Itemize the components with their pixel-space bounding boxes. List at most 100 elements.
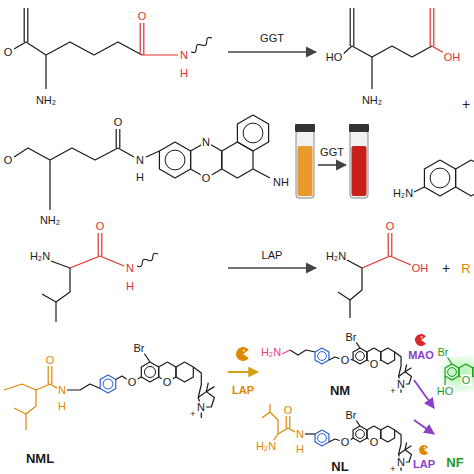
bond-line (119, 129, 120, 148)
vial (350, 130, 368, 198)
molecule-region: NL (258, 402, 414, 474)
bond-line (353, 8, 354, 46)
atom-label: Br (437, 347, 450, 358)
atom-label: H (125, 281, 135, 292)
bond-line (50, 384, 57, 388)
enzyme-label: MAO (407, 350, 435, 361)
enzyme-label: LAP (231, 385, 255, 396)
bond-line (371, 57, 372, 89)
bond-line (395, 430, 401, 454)
vial-cap (349, 124, 369, 132)
reaction-arrow (228, 371, 258, 373)
reaction-arrow (318, 164, 346, 166)
bond-line (353, 426, 367, 442)
bond-line (118, 148, 134, 157)
bond-line (290, 350, 315, 355)
atom-label: N (396, 379, 406, 390)
atom-label: + (389, 387, 396, 396)
bond-line (381, 426, 395, 442)
bond-line (405, 446, 411, 450)
bond-line (305, 433, 315, 434)
vial-solution (298, 146, 313, 196)
atom-label: O (95, 221, 106, 232)
atom-label: O (201, 173, 212, 184)
atom-label: O (385, 221, 396, 232)
bond-line (100, 375, 116, 393)
atom-label: O (340, 355, 351, 366)
bond-line (430, 8, 431, 46)
wavy-bond (191, 37, 212, 52)
aromatic-ring (243, 123, 263, 143)
atom-label: O (137, 11, 148, 22)
bond-line (67, 384, 100, 390)
bond-line (289, 416, 290, 428)
bond-line (14, 408, 26, 414)
bond-line (381, 348, 395, 364)
bond-line (390, 256, 411, 265)
reaction-arrow (414, 380, 434, 408)
atom-label: NH₂ (361, 95, 383, 106)
atom-label: H (135, 172, 145, 183)
atom-label: O (369, 437, 380, 448)
bond-line (288, 428, 295, 432)
bond-line (347, 260, 362, 268)
reaction-arrow (414, 420, 434, 434)
atom-label: H (295, 444, 305, 455)
atom-label: O (162, 377, 173, 388)
atom-label: O (3, 47, 14, 58)
atom-label: N (295, 429, 305, 440)
bond-line (46, 42, 142, 55)
bond-line (338, 292, 350, 300)
bond-line (391, 233, 392, 256)
atom-label: Br (345, 410, 358, 421)
atom-label: N (196, 402, 206, 413)
bond-line (143, 23, 144, 55)
bond-line (49, 160, 50, 210)
reaction-arrow (228, 51, 316, 53)
bond-line (56, 268, 70, 322)
enzyme-icon (419, 445, 428, 455)
bond-line (26, 390, 36, 430)
bond-line (270, 404, 278, 434)
bond-line (444, 376, 445, 385)
aromatic-ring (356, 352, 365, 361)
bond-line (372, 46, 432, 57)
bond-line (51, 366, 52, 384)
atom-label: LAP (261, 250, 284, 261)
atom-label: H (57, 401, 67, 412)
bond-line (237, 115, 268, 151)
bond-line (253, 169, 270, 178)
bond-line (142, 54, 178, 55)
bond-line (4, 384, 36, 390)
enzyme-icon (415, 334, 426, 346)
bond-line (144, 353, 150, 362)
bond-line (456, 160, 474, 196)
bond-line (176, 362, 193, 382)
bond-line (141, 362, 158, 382)
bond-line (424, 160, 455, 196)
atom-label: HO (436, 386, 455, 397)
bond-line (36, 384, 50, 390)
bond-line (50, 148, 118, 160)
atom-label: H₂N (392, 188, 414, 199)
atom-label: N (125, 263, 135, 274)
atom-label: OH (411, 263, 430, 274)
atom-label: N (57, 385, 67, 396)
atom-label: H₂N (29, 251, 51, 262)
enzyme-eye (424, 447, 426, 449)
aromatic-ring (145, 367, 156, 378)
bond-line (395, 352, 401, 376)
vial (296, 130, 314, 198)
compound-name: NM (329, 384, 351, 397)
atom-label: H (179, 68, 189, 79)
atom-label: O (283, 405, 294, 416)
atom-label: O (127, 377, 138, 388)
enzyme-icon (236, 347, 249, 361)
aromatic-ring (103, 379, 113, 389)
bond-line (350, 8, 351, 46)
atom-label: H₂N (255, 441, 277, 452)
atom-label: O (45, 355, 56, 366)
atom-label: Br (133, 343, 146, 354)
atom-label: Br (345, 332, 358, 343)
